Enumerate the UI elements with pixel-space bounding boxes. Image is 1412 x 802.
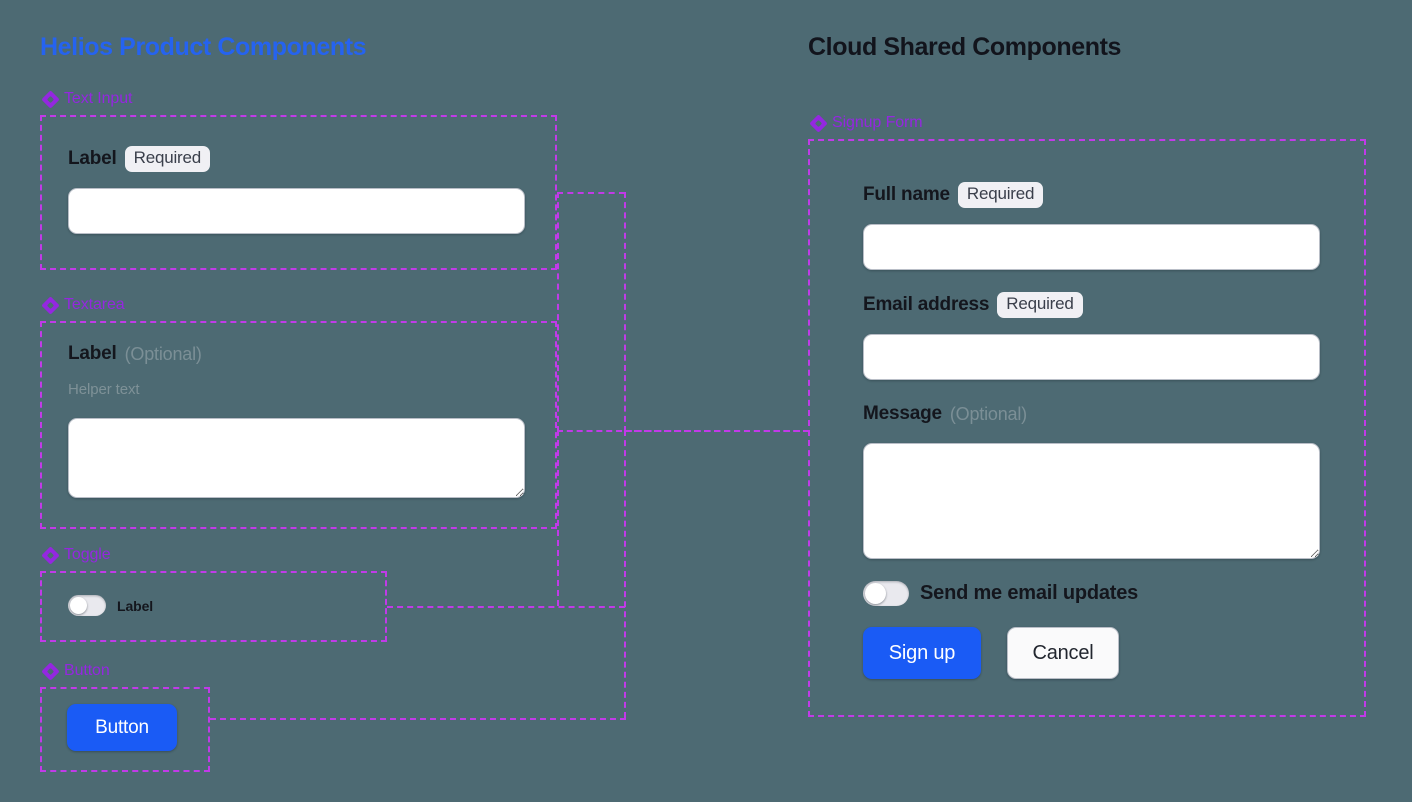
component-box-button: [40, 687, 210, 772]
connector-trunk-lower-vertical: [624, 430, 626, 718]
optional-tag: (Optional): [124, 343, 202, 364]
diamond-icon: [41, 89, 60, 109]
message-label-row: Message (Optional): [863, 403, 1027, 425]
email-label: Email address: [863, 293, 990, 315]
connector-trunk-upper-vertical: [624, 192, 626, 432]
section-heading-label: Signup Form: [832, 114, 923, 131]
required-badge: Required: [957, 182, 1044, 208]
toggle-row[interactable]: Label: [68, 595, 153, 616]
message-label: Message: [863, 403, 942, 424]
diamond-icon: [41, 661, 60, 681]
email-updates-toggle-row[interactable]: Send me email updates: [863, 581, 1138, 606]
cancel-button[interactable]: Cancel: [1007, 627, 1119, 679]
textarea-label: Label: [68, 343, 117, 364]
text-input-label-row: Label Required: [68, 146, 211, 172]
full-name-label: Full name: [863, 183, 950, 205]
section-heading-label: Text Input: [64, 90, 133, 107]
email-updates-toggle-switch[interactable]: [863, 581, 909, 606]
component-box-signup-form: [808, 139, 1366, 717]
left-column-title: Helios Product Components: [40, 33, 367, 61]
section-heading-signup-form: Signup Form: [809, 113, 923, 133]
section-heading-toggle: Toggle: [41, 545, 111, 565]
section-heading-textarea: Textarea: [41, 295, 125, 315]
component-box-text-input: [40, 115, 557, 270]
full-name-label-row: Full name Required: [863, 182, 1044, 208]
connector-toggle-horizontal: [387, 606, 625, 608]
connector-button-horizontal: [210, 718, 626, 720]
connector-main-feed-horizontal: [624, 430, 810, 432]
demo-button[interactable]: Button: [67, 704, 177, 751]
textarea-helper-text: Helper text: [68, 381, 140, 398]
diamond-icon: [41, 545, 60, 565]
connector-text-input-horizontal: [557, 192, 625, 194]
email-input[interactable]: [863, 334, 1320, 380]
email-updates-toggle-label: Send me email updates: [920, 582, 1139, 604]
message-textarea[interactable]: [863, 443, 1320, 559]
sign-up-button[interactable]: Sign up: [863, 627, 981, 679]
email-label-row: Email address Required: [863, 292, 1083, 318]
toggle-knob: [70, 597, 87, 614]
component-box-textarea: [40, 321, 557, 529]
textarea-label-row: Label (Optional): [68, 343, 202, 365]
section-heading-label: Toggle: [64, 546, 111, 563]
text-input-field[interactable]: [68, 188, 525, 234]
diamond-icon: [809, 113, 828, 133]
required-badge: Required: [997, 292, 1083, 318]
section-heading-label: Textarea: [64, 296, 125, 313]
textarea-field[interactable]: [68, 418, 525, 498]
required-badge: Required: [124, 146, 211, 172]
right-column-title: Cloud Shared Components: [808, 33, 1122, 61]
optional-tag: (Optional): [949, 403, 1027, 424]
text-input-label: Label: [68, 147, 117, 169]
component-box-toggle: [40, 571, 387, 642]
section-heading-button: Button: [41, 661, 110, 681]
full-name-input[interactable]: [863, 224, 1320, 270]
connector-toggle-vertical: [557, 430, 559, 606]
diamond-icon: [41, 295, 60, 315]
section-heading-label: Button: [64, 662, 110, 679]
section-heading-text-input: Text Input: [41, 89, 133, 109]
toggle-switch[interactable]: [68, 595, 106, 616]
toggle-label: Label: [117, 597, 154, 614]
toggle-knob: [865, 583, 886, 604]
connector-text-input-vertical: [557, 192, 559, 432]
